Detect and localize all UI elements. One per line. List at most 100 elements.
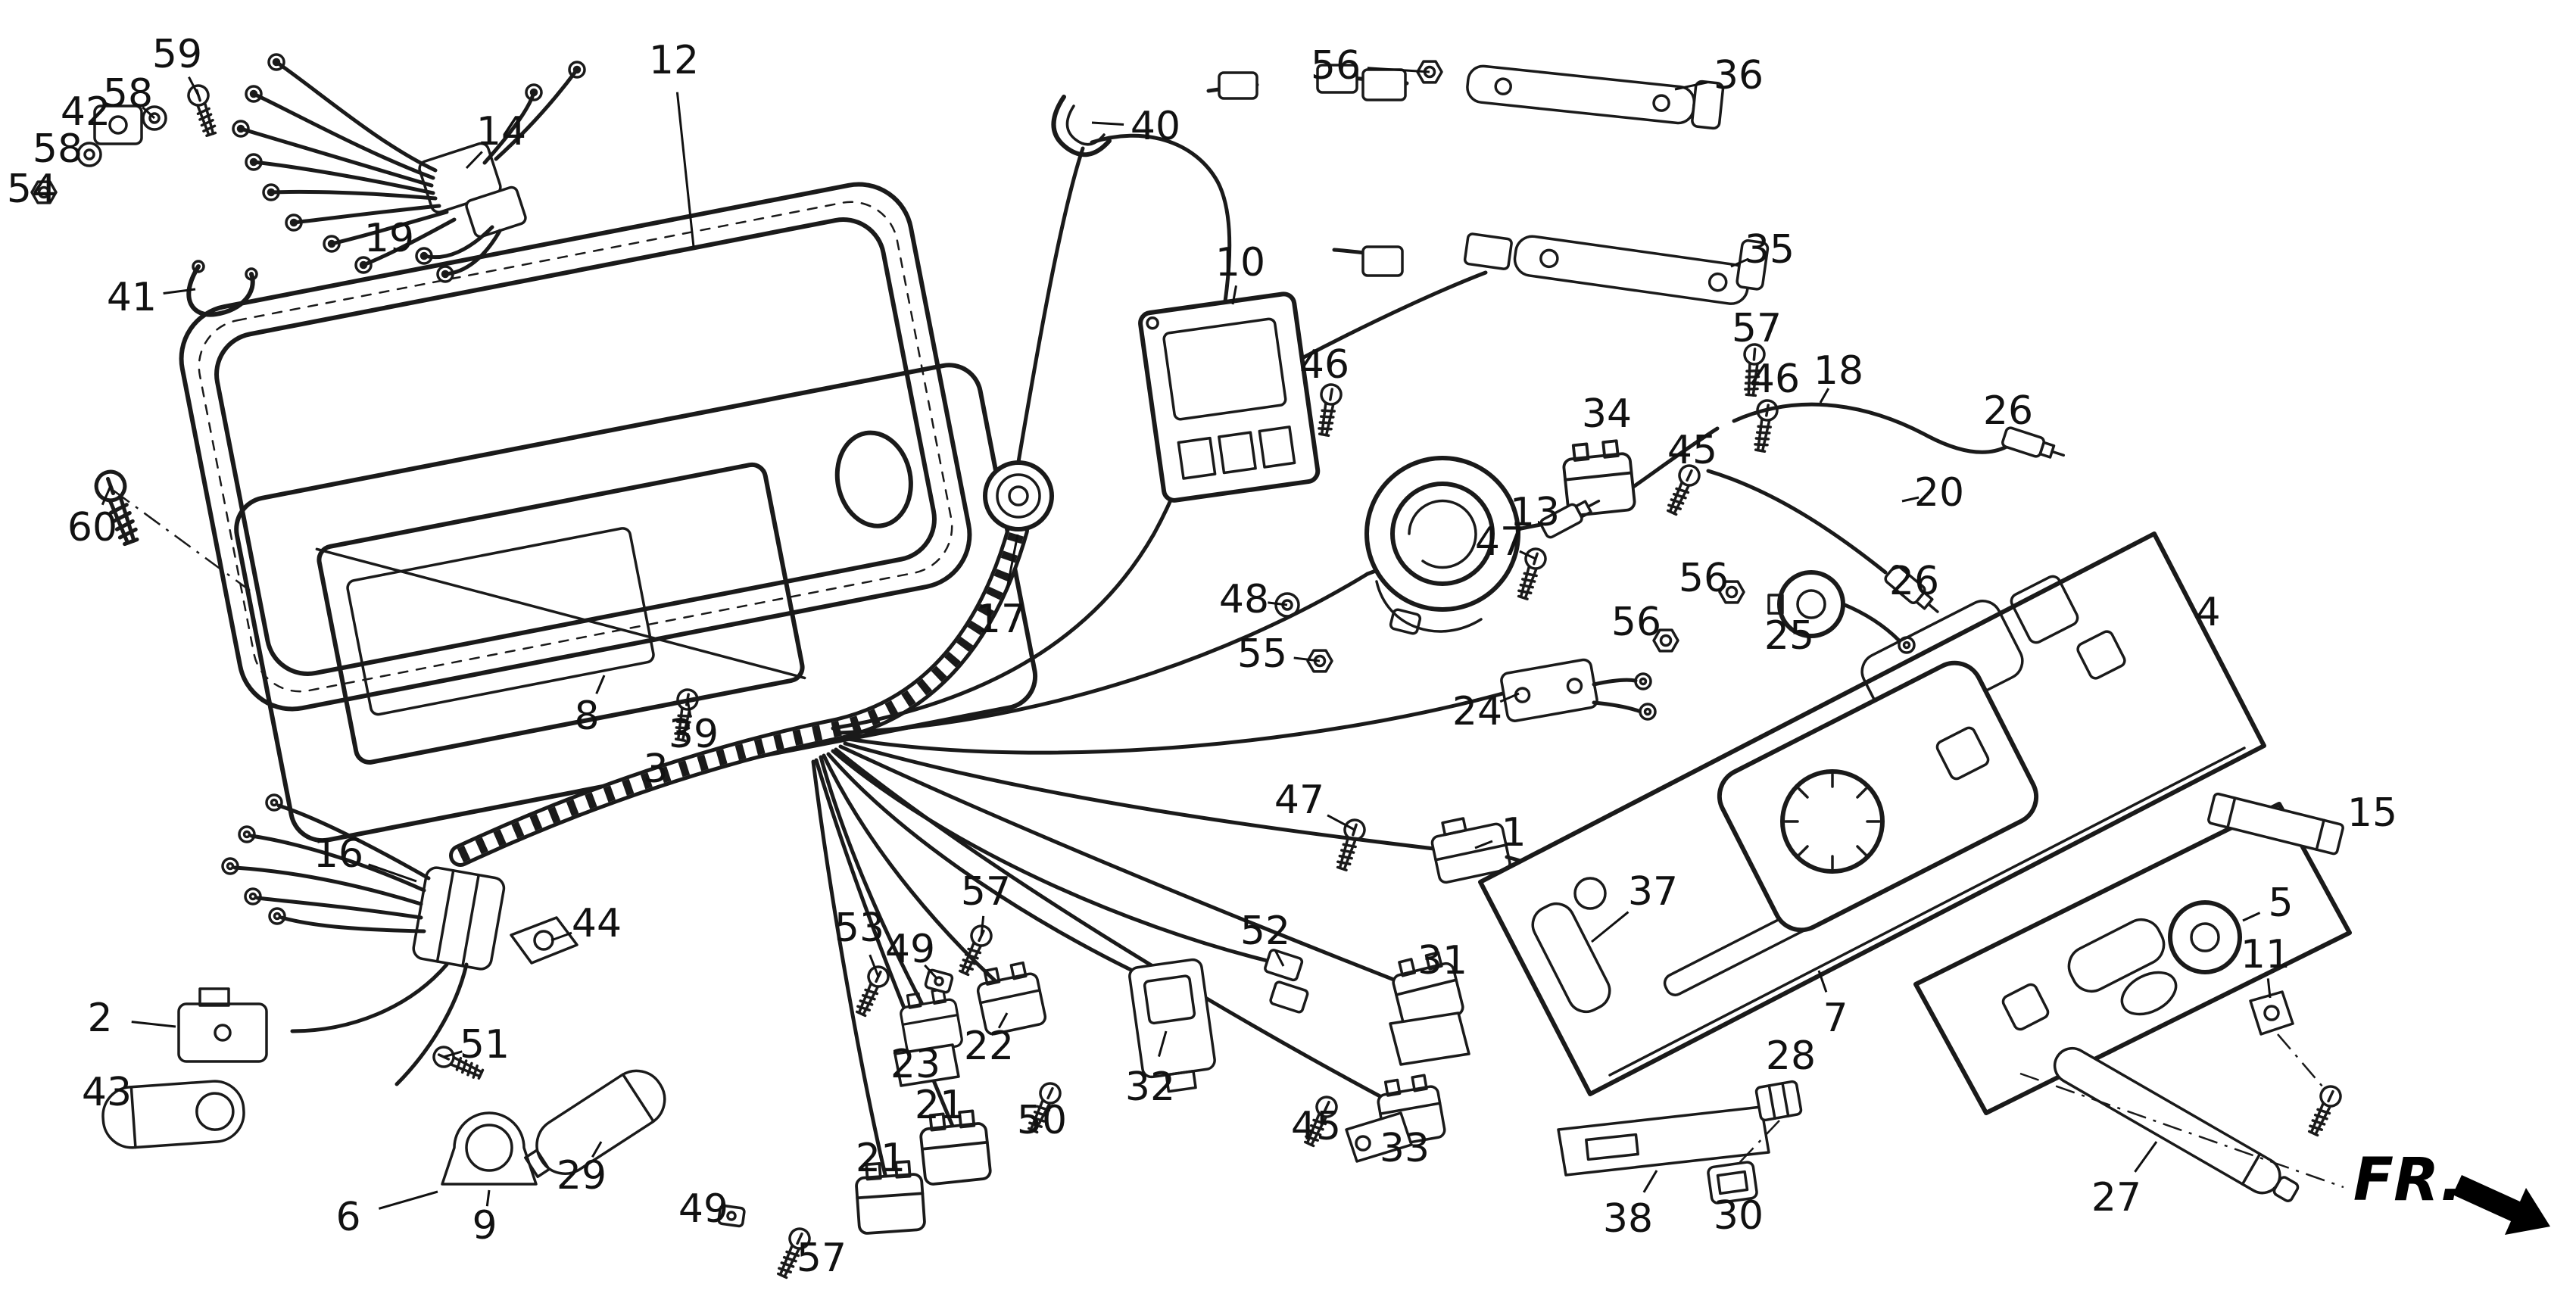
panel-gasket-12	[179, 182, 972, 712]
meter-subpanel	[1717, 660, 2039, 933]
callout-11-51: 11	[2241, 932, 2291, 977]
callout-35-14: 35	[1745, 227, 1795, 273]
connector-36b	[1316, 64, 1358, 94]
callout-3-36: 3	[643, 747, 668, 792]
callout-15-50: 15	[2347, 790, 2397, 836]
callout-4-32: 4	[2195, 590, 2220, 635]
leader-line-5-49	[2242, 912, 2261, 922]
leader-line-38-69	[1642, 1170, 1658, 1193]
callout-53-39: 53	[834, 905, 884, 951]
plate-23	[893, 1043, 960, 1087]
fr-label: FR.	[2353, 1146, 2462, 1214]
callout-26-21: 26	[1983, 388, 2033, 434]
callout-43-55: 43	[82, 1070, 132, 1115]
leader-line-1-45	[1474, 840, 1493, 849]
meter-assembly	[1364, 456, 1520, 635]
callout-23-42: 23	[890, 1042, 940, 1087]
loop-end-a	[192, 260, 205, 273]
relay-unit-10	[1138, 291, 1321, 503]
callout-49-63: 49	[678, 1186, 728, 1232]
plate-31	[1389, 1011, 1470, 1066]
key-cylinder-43	[101, 1080, 245, 1149]
connector-near-35	[1361, 245, 1404, 277]
wire-24a	[1592, 678, 1638, 687]
wire-24b	[1592, 700, 1641, 713]
callout-54-4: 54	[7, 167, 57, 212]
callout-14-8: 14	[476, 109, 526, 154]
tube-29	[524, 1069, 666, 1178]
callout-18-18: 18	[1813, 348, 1863, 394]
callout-48-26: 48	[1219, 577, 1269, 622]
leader-line-10-13	[1231, 285, 1237, 305]
callout-56-28: 56	[1679, 556, 1729, 601]
leader-line-16-37	[368, 863, 417, 883]
connector-36a	[1361, 68, 1407, 101]
callout-2-53: 2	[87, 996, 112, 1041]
leader-line-40-10	[1091, 121, 1124, 126]
leader-line-49-41	[924, 964, 938, 980]
callout-5-49: 5	[2268, 881, 2293, 926]
callout-21-59: 21	[915, 1083, 965, 1128]
leader-line-12-7	[675, 92, 695, 248]
callout-10-13: 10	[1215, 240, 1265, 285]
callout-34-19: 34	[1582, 391, 1632, 437]
leader-line-60-6	[101, 485, 112, 506]
spark-cables-18-20	[1706, 402, 2009, 575]
leader-line-37-48	[1591, 911, 1629, 943]
callout-45-65: 45	[1291, 1104, 1341, 1149]
leader-line-55-27	[1293, 656, 1321, 662]
callout-51-54: 51	[460, 1022, 510, 1068]
leader-line-22-43	[997, 1012, 1009, 1029]
connector-36c	[1218, 71, 1258, 100]
fastener-block-42	[93, 104, 143, 145]
clamp-9	[441, 1111, 538, 1186]
callout-29-56: 29	[557, 1153, 607, 1198]
callout-32-62: 32	[1125, 1064, 1175, 1110]
callout-40-10: 40	[1131, 104, 1180, 149]
leader-line-39-35	[686, 699, 692, 715]
callout-13-24: 13	[1510, 490, 1560, 535]
leader-line-32-62	[1158, 1030, 1168, 1058]
leader-line-18-18	[1819, 388, 1830, 404]
callout-44-38: 44	[572, 901, 622, 946]
axis-line-28-30	[1737, 1120, 1780, 1165]
stay-bracket-35	[1463, 232, 1770, 305]
grommet-17	[983, 460, 1054, 531]
leader-line-58-1	[142, 106, 156, 120]
callout-47-44: 47	[1274, 778, 1324, 823]
callout-16-37: 16	[313, 831, 363, 877]
callout-20-22: 20	[1914, 470, 1964, 516]
callout-6-58: 6	[335, 1195, 360, 1240]
callout-25-29: 25	[1764, 613, 1814, 659]
leader-line-9-57	[485, 1189, 491, 1207]
callout-21-60: 21	[856, 1136, 906, 1181]
leader-line-35-14	[1730, 257, 1749, 268]
callout-49-41: 49	[885, 927, 935, 972]
connector-16-body	[412, 866, 506, 971]
stay-bracket-36	[1466, 64, 1725, 130]
callout-24-31: 24	[1452, 689, 1502, 734]
label-plate-38	[1557, 1105, 1770, 1177]
callout-55-27: 55	[1237, 631, 1287, 677]
leader-line-29-56	[591, 1141, 603, 1158]
leader-line-56-11	[1367, 67, 1430, 73]
leader-line-44-38	[550, 931, 572, 942]
connector-28	[1754, 1080, 1803, 1122]
relay-32	[1128, 958, 1216, 1093]
callout-59-0: 59	[152, 32, 202, 77]
leader-line-8-34	[595, 675, 606, 694]
callout-36-12: 36	[1714, 53, 1764, 98]
callout-8-34: 8	[574, 694, 599, 739]
callout-26-23: 26	[1889, 559, 1939, 604]
leader-line-36-12	[1674, 81, 1708, 91]
leader-line-59-0	[188, 76, 200, 96]
callout-50-61: 50	[1017, 1098, 1067, 1143]
callout-56-11: 56	[1311, 43, 1361, 89]
axis-line-27	[2019, 1072, 2344, 1189]
leader-line-7-52	[1817, 970, 1828, 993]
wire-harness-14	[232, 53, 586, 283]
callout-12-7: 12	[649, 38, 699, 83]
callout-46-16: 46	[1299, 342, 1349, 388]
